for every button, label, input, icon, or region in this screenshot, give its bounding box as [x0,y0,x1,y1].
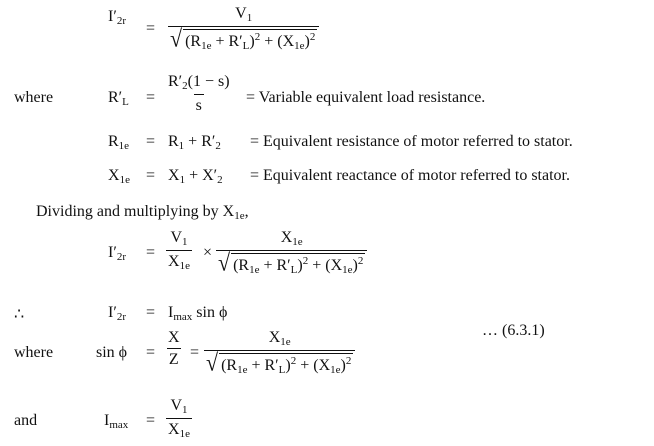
where-label-1: where [14,89,54,106]
fraction-x1e-sqrt: X1e √(R1e + R′L)2 + (X1e)2 [216,229,368,276]
equals-3: = [146,133,156,150]
fraction-x-z: X Z [166,329,181,368]
equation-number: … (6.3.1) [482,322,545,339]
equals-7: = [146,344,156,361]
where-label-2: where [14,344,54,361]
equals-2: = [146,89,156,106]
lhs-r1e: R1e [108,133,130,152]
equals-1: = [146,20,156,37]
desc-x1e: = Equivalent reactance of motor referred… [250,167,570,184]
fraction-v1-x1e: V1 X1e [166,229,192,272]
expr-imax-sin: Imax sin ϕ [168,304,228,323]
equals-5: = [146,244,156,261]
lhs-x1e: X1e [108,167,130,186]
times-sign: × [203,244,213,261]
equation-1: I′2r [108,8,126,27]
expr-x1e: X1 + X′2 [168,167,223,186]
equals-4: = [146,167,156,184]
dividing-text: Dividing and multiplying by X1e, [36,203,249,222]
lhs-i2r-2: I′2r [108,244,126,263]
lhs-sinphi: sin ϕ [96,344,128,361]
lhs-imax: Imax [104,412,129,431]
fraction-rl: R′2(1 − s) s [168,73,230,114]
equals-8: = [190,344,200,361]
desc-r1e: = Equivalent resistance of motor referre… [250,133,573,150]
and-label: and [14,412,38,429]
fraction-imax: V1 X1e [166,397,192,440]
equals-9: = [146,412,156,429]
desc-rl: = Variable equivalent load resistance. [246,89,486,106]
lhs-i2r: I′2r [108,8,126,27]
expr-r1e: R1 + R′2 [168,133,221,152]
fraction-x1e-sqrt-2: X1e √(R1e + R′L)2 + (X1e)2 [204,329,356,376]
therefore-symbol: ∴ [14,306,25,323]
equals-6: = [146,304,156,321]
lhs-i2r-3: I′2r [108,304,126,323]
lhs-rl: R′L [108,89,129,108]
fraction-1: V1 √(R1e + R′L)2 + (X1e)2 [168,5,320,52]
